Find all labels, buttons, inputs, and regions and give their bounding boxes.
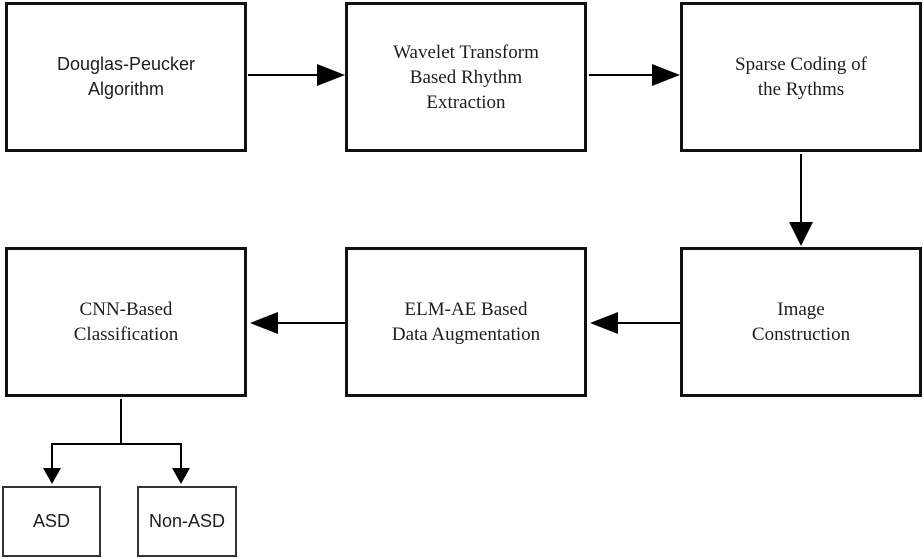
arrowhead-down-icon [43,468,61,484]
edge-line-douglas-to-wavelet [248,74,318,76]
edge-line-sparse-to-image [800,154,802,224]
node-label: ELM-AE Based Data Augmentation [391,299,541,345]
edge-line-branch-to-asd [51,443,53,470]
edge-line-cnn-branch-bar [51,443,182,445]
edge-line-elmae-to-cnn [277,322,345,324]
node-label: Non-ASD [148,511,226,531]
node-label: Wavelet Transform Based Rhythm Extractio… [393,41,539,113]
node-douglas-peucker-algorithm: Douglas-Peucker Algorithm [5,2,247,152]
node-label: Douglas-Peucker Algorithm [56,54,196,99]
arrowhead-right-icon [652,64,680,86]
arrowhead-down-icon [789,222,813,246]
node-cnn-classification: CNN-Based Classification [5,247,247,397]
edge-line-image-to-elmae [617,322,680,324]
edge-line-cnn-branch-stem [120,399,122,445]
edge-line-branch-to-non-asd [180,443,182,470]
node-label: Image Construction [751,299,851,345]
node-image-construction: Image Construction [680,247,922,397]
node-label: CNN-Based Classification [73,299,179,345]
node-wavelet-transform-rhythm-extraction: Wavelet Transform Based Rhythm Extractio… [345,2,587,152]
node-label: Sparse Coding of the Rythms [735,54,867,100]
edge-line-wavelet-to-sparse [589,74,653,76]
arrowhead-down-icon [172,468,190,484]
node-non-asd: Non-ASD [137,486,237,557]
node-sparse-coding: Sparse Coding of the Rythms [680,2,922,152]
node-elm-ae-data-augmentation: ELM-AE Based Data Augmentation [345,247,587,397]
arrowhead-left-icon [590,312,618,334]
node-asd: ASD [2,486,101,557]
node-label: ASD [32,511,70,531]
arrowhead-right-icon [317,64,345,86]
arrowhead-left-icon [250,312,278,334]
